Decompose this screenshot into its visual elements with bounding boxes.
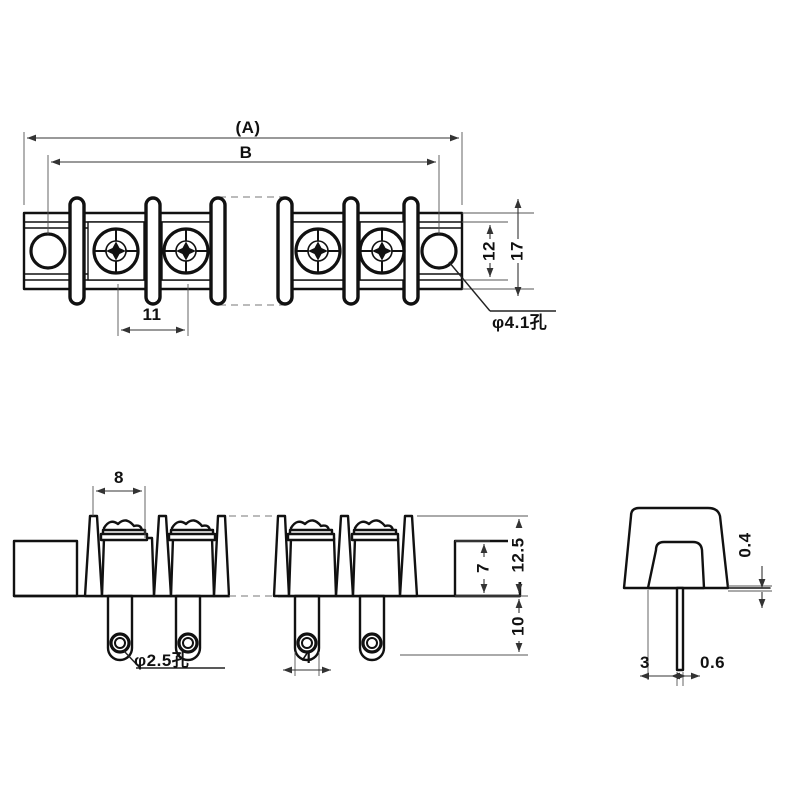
front-view-tab-3 bbox=[293, 594, 321, 662]
note-hole-4-1: φ4.1孔 bbox=[448, 261, 556, 332]
barrier-fin bbox=[144, 196, 162, 306]
barrier-fin-profile bbox=[398, 514, 419, 598]
terminal-seat bbox=[287, 536, 338, 598]
terminal-seat bbox=[169, 536, 216, 598]
dim-label-tab-width-0-6: 0.6 bbox=[700, 653, 725, 672]
dim-label-body-height-7: 7 bbox=[473, 563, 492, 573]
front-view-tab-1 bbox=[106, 594, 134, 662]
dim-label-width-12: 12 bbox=[479, 241, 498, 261]
dimension-mount-b: B bbox=[47, 143, 440, 234]
terminal-seat bbox=[351, 536, 402, 598]
mounting-hole-left bbox=[29, 232, 67, 270]
barrier-fin bbox=[342, 196, 360, 306]
dim-label-tab-length-10: 10 bbox=[508, 616, 527, 636]
top-view: (A) B 11 12 bbox=[22, 118, 556, 336]
barrier-fin-profile bbox=[334, 514, 355, 598]
dim-label-mount-b: B bbox=[240, 143, 253, 162]
top-view-screw-1 bbox=[87, 221, 145, 281]
barrier-fin-profile bbox=[83, 514, 104, 598]
dimension-pitch-11: 11 bbox=[117, 284, 189, 336]
dimension-tab-length-10: 10 bbox=[400, 599, 530, 656]
barrier-fin bbox=[276, 196, 294, 306]
dim-label-terminal-width-4: 4 bbox=[302, 648, 312, 667]
barrier-fin bbox=[402, 196, 420, 306]
front-view-screw-head-2 bbox=[167, 519, 217, 542]
dim-label-total-height-12-5: 12.5 bbox=[508, 537, 527, 572]
barrier-fin-profile bbox=[272, 514, 291, 598]
barrier-fin-profile bbox=[212, 514, 231, 598]
dimension-terminal-width-4: 4 bbox=[283, 648, 331, 676]
front-view: 8 4 7 12.5 10 bbox=[12, 468, 530, 676]
dimension-width-12: 12 bbox=[462, 221, 508, 281]
side-view: 0.4 3 0.6 bbox=[622, 506, 772, 686]
dimension-overall-a: (A) bbox=[23, 118, 463, 205]
note-label-hole-2-5: φ2.5孔 bbox=[134, 651, 189, 670]
dim-label-pitch-11: 11 bbox=[143, 305, 162, 324]
dim-label-tab-offset-3: 3 bbox=[640, 653, 650, 672]
dim-label-overall-a: (A) bbox=[235, 118, 260, 137]
front-view-break-region bbox=[229, 508, 279, 600]
barrier-fin-profile bbox=[152, 514, 173, 598]
dim-label-width-17: 17 bbox=[507, 241, 526, 261]
front-view-screw-head-1 bbox=[99, 519, 149, 542]
dimension-width-17: 17 bbox=[462, 199, 534, 296]
dimension-tab-thickness-0-4: 0.4 bbox=[728, 524, 772, 608]
barrier-fin bbox=[209, 196, 227, 306]
dimension-screw-pitch-8: 8 bbox=[92, 468, 146, 538]
note-label-hole-4-1: φ4.1孔 bbox=[492, 313, 547, 332]
dimension-total-height-12-5: 12.5 bbox=[417, 515, 530, 597]
mounting-hole-right bbox=[420, 232, 458, 270]
top-view-barrier-fins bbox=[68, 196, 420, 306]
dimension-tab-width-0-6: 0.6 bbox=[671, 653, 725, 686]
side-view-tab-pin bbox=[675, 586, 685, 672]
dim-label-screw-pitch-8: 8 bbox=[114, 468, 124, 487]
top-view-break-region bbox=[219, 196, 285, 306]
dim-label-tab-thickness-0-4: 0.4 bbox=[735, 532, 754, 557]
front-view-screw-head-3 bbox=[286, 519, 336, 542]
barrier-fin bbox=[68, 196, 86, 306]
front-view-tab-2 bbox=[174, 594, 202, 662]
side-view-inner-body bbox=[646, 540, 706, 590]
top-view-screw-4 bbox=[358, 221, 406, 281]
front-view-left-flange bbox=[12, 539, 79, 598]
note-hole-2-5: φ2.5孔 bbox=[123, 650, 225, 670]
terminal-seat bbox=[100, 536, 156, 598]
top-view-screw-2 bbox=[161, 221, 211, 281]
front-view-tab-4 bbox=[358, 594, 386, 662]
front-view-screw-head-4 bbox=[350, 519, 400, 542]
top-view-screw-3 bbox=[292, 221, 344, 281]
front-view-left-segment bbox=[83, 514, 231, 662]
front-view-right-segment bbox=[272, 514, 419, 662]
